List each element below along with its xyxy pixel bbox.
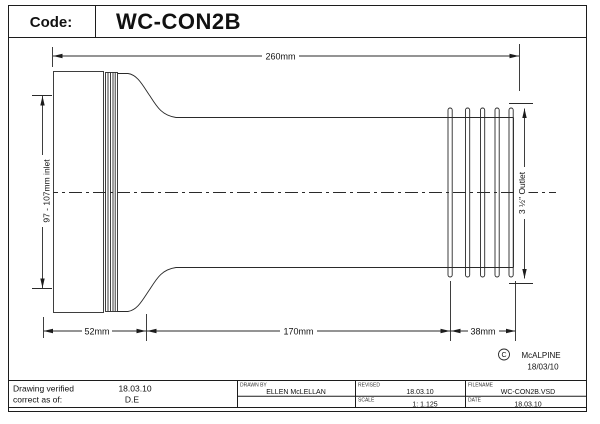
copyright-stamp: C McALPINE 18/03/10 <box>498 348 561 372</box>
inlet-flange <box>53 71 118 313</box>
date-value: 18.03.10 <box>514 401 541 408</box>
title-block-drawn-by: DRAWN BY ELLEN McLELLAN <box>240 383 326 397</box>
verified-date: 18.03.10 <box>118 384 151 394</box>
header: Code: WC-CON2B <box>30 9 241 34</box>
drawn-by-label: DRAWN BY <box>240 383 267 389</box>
copyright-date: 18/03/10 <box>527 363 559 372</box>
dim-outlet-length-label: 38mm <box>470 327 495 337</box>
dimension-bottom-row: 52mm 170mm 38mm <box>43 281 516 341</box>
verified-initials: D.E <box>125 395 140 405</box>
copyright-symbol: C <box>501 352 506 359</box>
scale-label: SCALE <box>358 398 375 404</box>
scale-value: 1: 1.125 <box>412 401 437 408</box>
verified-label-line1: Drawing verified <box>13 384 74 394</box>
dimension-inlet: 97 - 107mm inlet <box>32 95 53 289</box>
dimension-outlet: 3 ½" Outlet <box>509 103 533 284</box>
revised-label: REVISED <box>358 383 380 389</box>
dim-outlet-label: 3 ½" Outlet <box>517 171 527 214</box>
verified-label-line2: correct as of: <box>13 395 62 405</box>
drawing-frame <box>8 5 587 412</box>
dim-overall-label: 260mm <box>265 52 295 62</box>
filename-label: FILENAME <box>468 383 494 389</box>
title-block-date: DATE 18.03.10 <box>468 398 542 409</box>
dim-body-label: 170mm <box>283 327 313 337</box>
dim-flange-label: 52mm <box>84 327 109 337</box>
revised-value: 18.03.10 <box>406 389 433 396</box>
title-block-filename: FILENAME WC-CON2B.VSD <box>468 383 555 397</box>
dimension-overall-length: 260mm <box>52 44 520 91</box>
product-code: WC-CON2B <box>116 9 241 34</box>
code-label: Code: <box>30 14 73 31</box>
title-block-verified: Drawing verified correct as of: 18.03.10… <box>13 384 152 405</box>
copyright-icon <box>498 348 510 361</box>
drawn-by-value: ELLEN McLELLAN <box>266 389 326 396</box>
title-block: Drawing verified correct as of: 18.03.10… <box>8 380 587 409</box>
filename-value: WC-CON2B.VSD <box>501 389 555 396</box>
copyright-company: McALPINE <box>521 351 560 360</box>
date-label: DATE <box>468 398 482 404</box>
dim-inlet-label: 97 - 107mm inlet <box>42 159 52 223</box>
title-block-revised: REVISED 18.03.10 <box>358 383 434 397</box>
title-block-scale: SCALE 1: 1.125 <box>358 398 438 409</box>
